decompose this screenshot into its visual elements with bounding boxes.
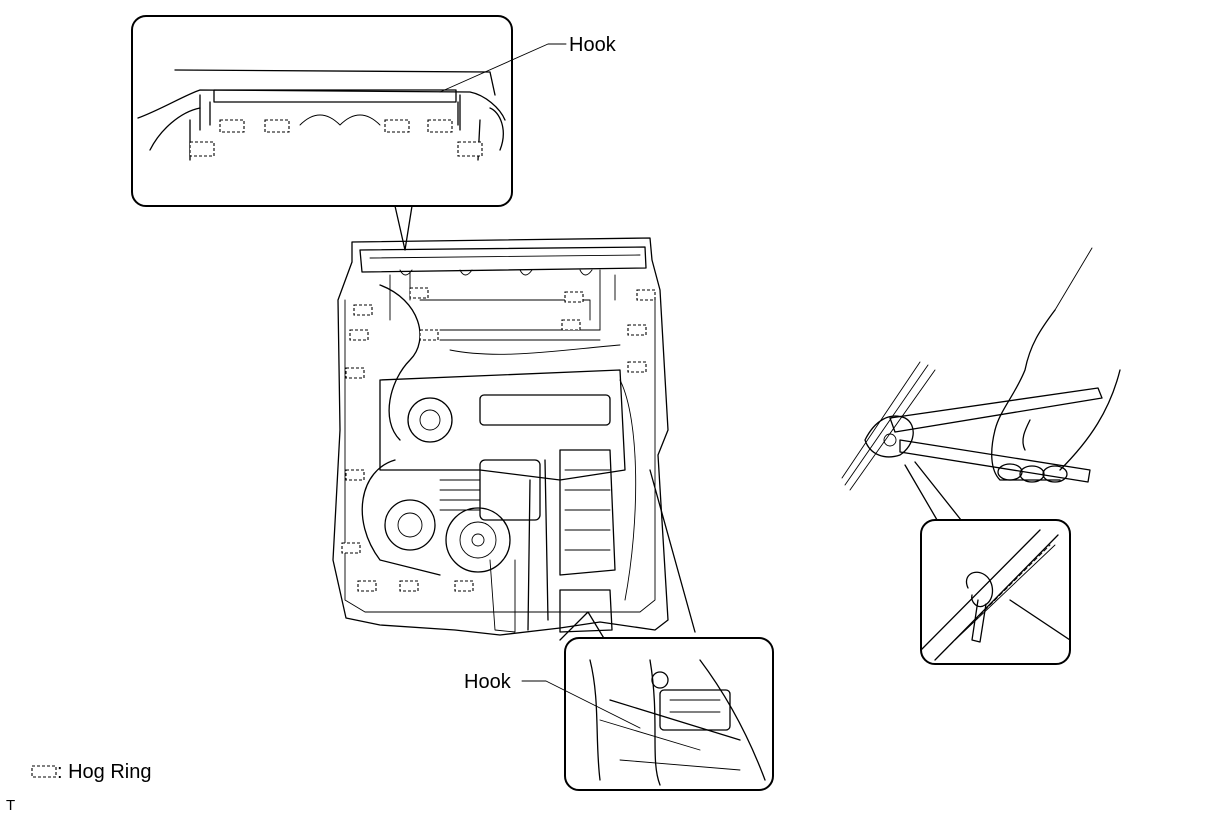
hog-ring-detail-inset (904, 461, 1071, 665)
hook-callout-top: Hook (439, 34, 617, 93)
hook-callout-bottom: Hook (464, 671, 641, 729)
legend-hog-ring-label: : Hog Ring (57, 761, 152, 783)
pliers-hand-illustration (841, 247, 1121, 491)
hog-rings-frame (341, 287, 656, 592)
seat-back-frame (332, 237, 696, 636)
hook-label-top: Hook (569, 34, 617, 56)
legend: : Hog Ring (31, 761, 152, 783)
hook-label-bottom: Hook (464, 671, 512, 693)
top-detail-inset (131, 15, 513, 251)
hog-ring-symbol (31, 765, 57, 778)
corner-mark: T (6, 797, 15, 814)
bottom-detail-inset (559, 611, 774, 791)
